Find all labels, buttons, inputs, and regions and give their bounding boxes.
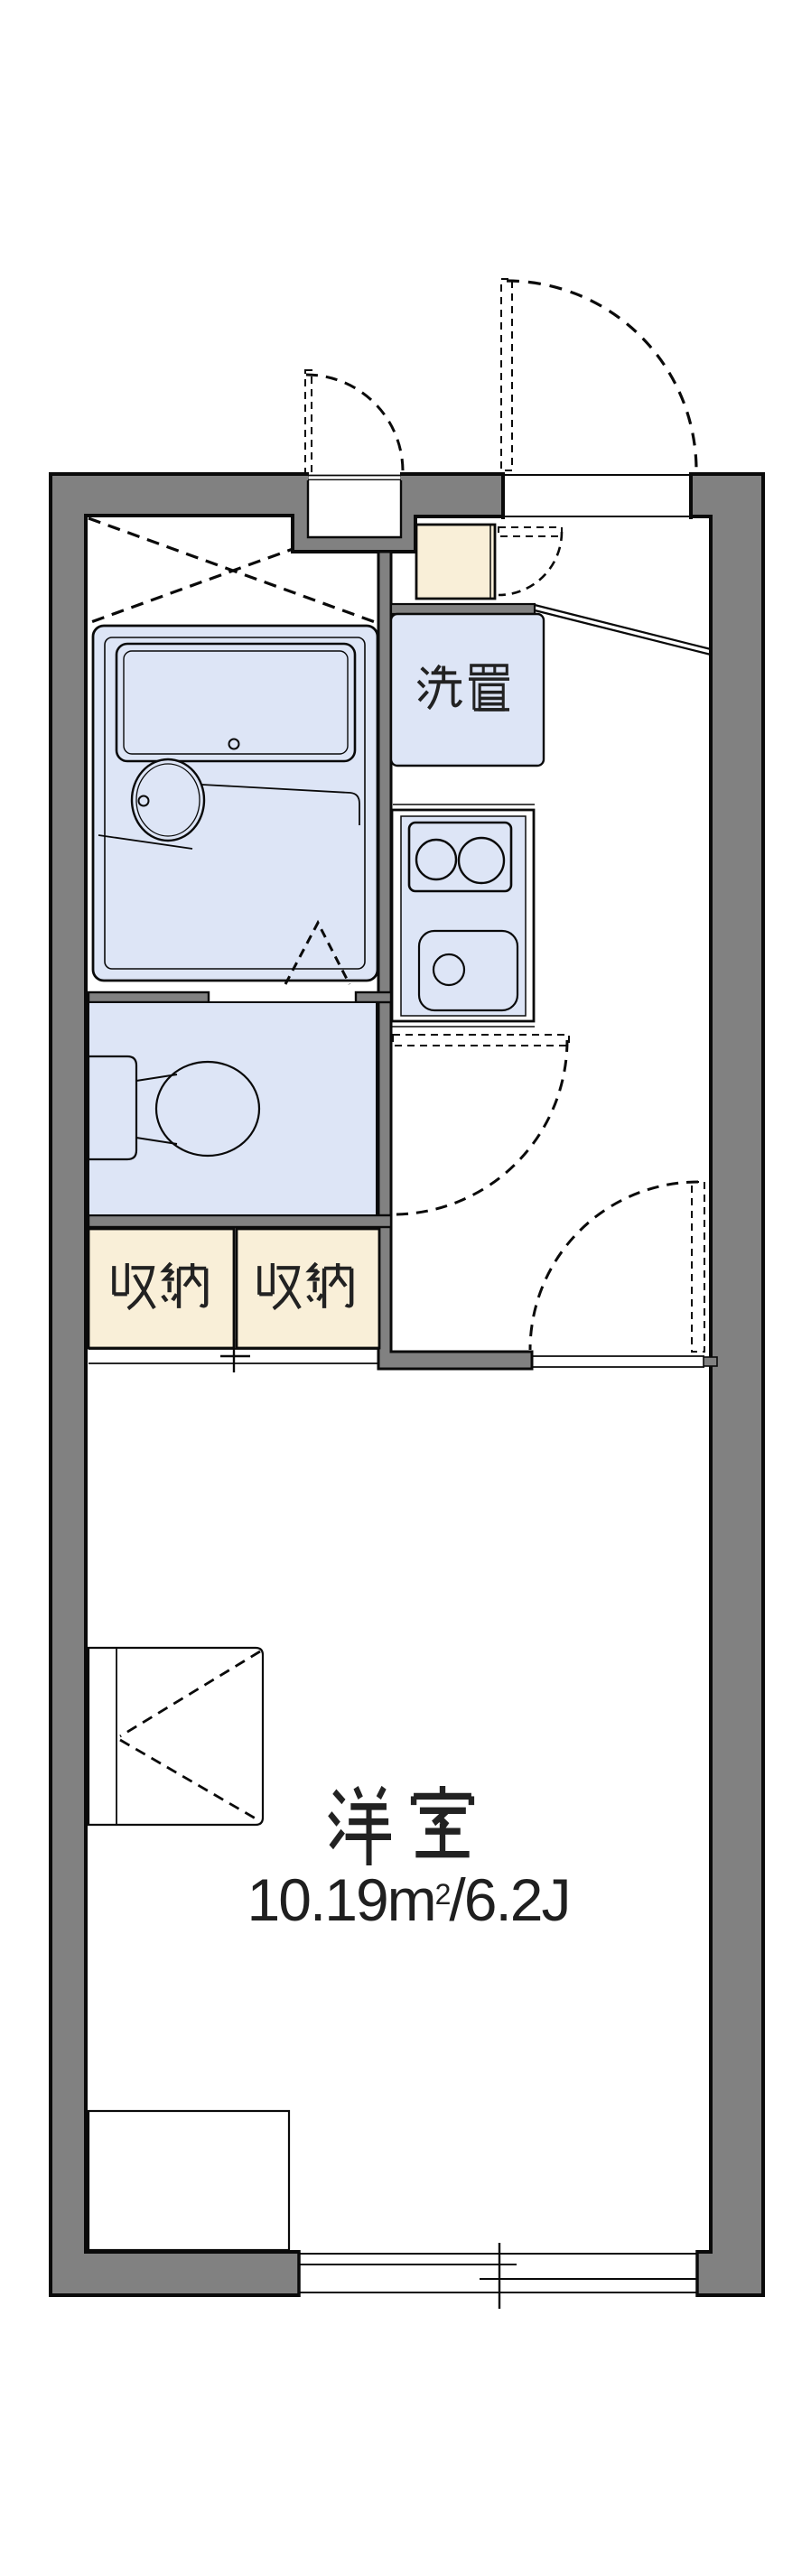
- svg-text:10.19m2/6.2J: 10.19m2/6.2J: [247, 1866, 569, 1933]
